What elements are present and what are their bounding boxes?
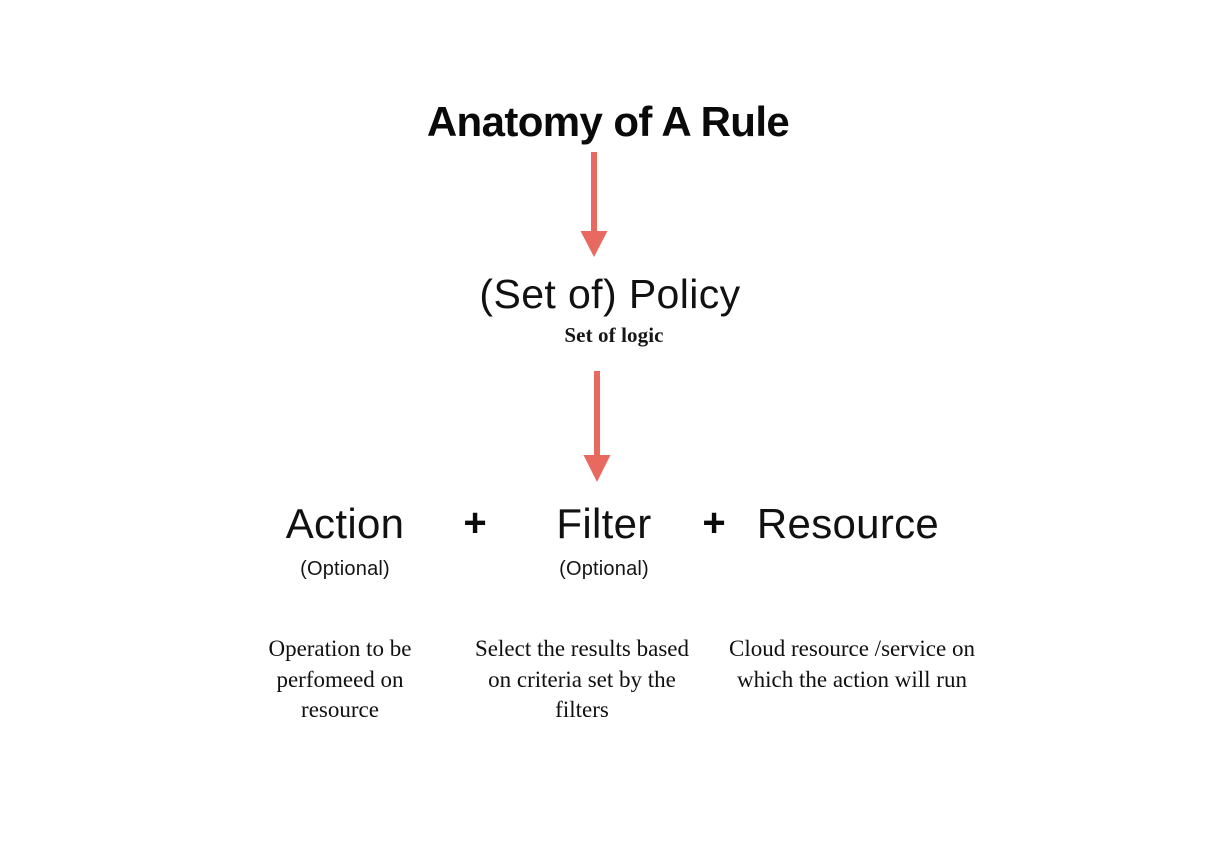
description-filter: Select the results based on criteria set… [475,636,689,722]
term-resource: Resource [743,500,953,582]
term-resource-optional [743,558,953,582]
term-filter: Filter (Optional) [523,500,685,582]
operator-plus-1: + [463,501,487,545]
formula-row: Action (Optional) + Filter (Optional) + … [0,500,1216,582]
description-action: Operation to be perfomeed on resource [268,636,412,722]
term-action-optional: (Optional) [300,558,390,581]
term-action-label: Action [285,500,405,547]
policy-block: (Set of) Policy Set of logic [0,271,1216,348]
diagram-title: Anatomy of A Rule [426,98,790,145]
description-resource: Cloud resource /service on which the act… [729,636,975,692]
description-row: Operation to be perfomeed on resource Se… [0,634,1216,726]
policy-subtitle: Set of logic [564,323,664,348]
term-resource-label: Resource [756,500,940,547]
operator-plus-2: + [702,501,726,545]
arrow-down-icon-1 [577,150,611,265]
term-filter-label: Filter [556,500,652,547]
term-action: Action (Optional) [263,500,427,582]
term-filter-optional: (Optional) [559,558,649,581]
arrow-down-icon-2 [580,369,614,490]
policy-heading: (Set of) Policy [479,271,741,317]
